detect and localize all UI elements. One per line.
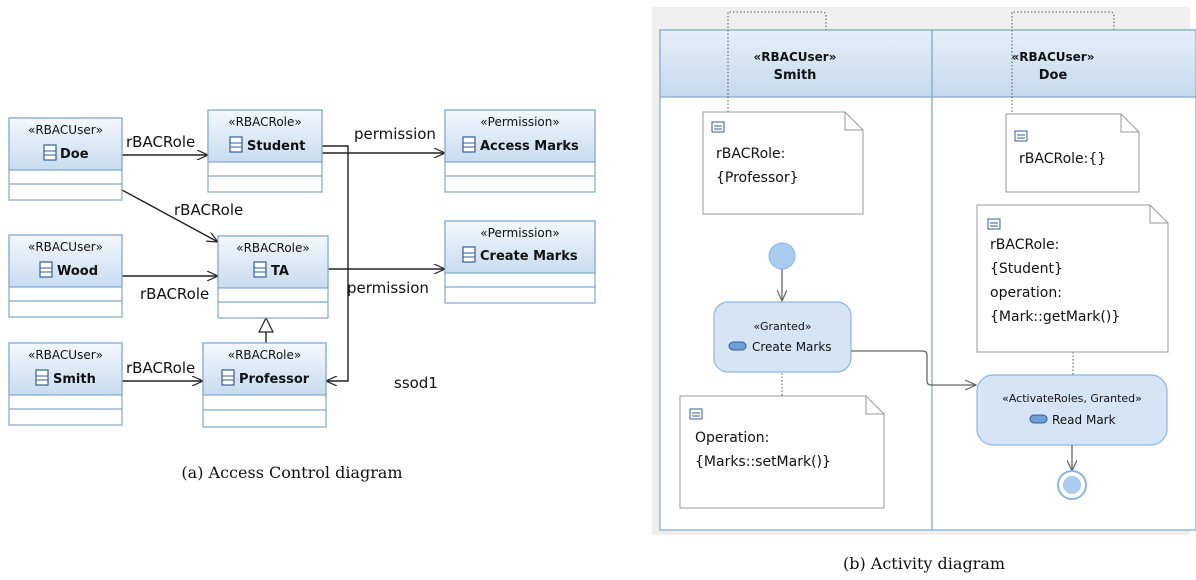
permission-box-create-marks[interactable]: «Permission» Create Marks (444, 220, 596, 304)
note-line: {Student} (990, 261, 1063, 277)
user-name: Smith (53, 372, 96, 387)
class-icon (462, 246, 476, 263)
note-smith-operation[interactable]: Operation: {Marks::setMark()} (679, 395, 885, 509)
edge-ssod (322, 145, 349, 381)
role-name: Student (247, 139, 305, 154)
class-icon (35, 369, 49, 386)
stereotype-label: «RBACRole» (228, 115, 302, 129)
note-line: {Mark::getMark()} (990, 309, 1120, 325)
role-box-student[interactable]: «RBACRole» Student (207, 109, 323, 193)
caption-b: (b) Activity diagram (843, 554, 1005, 573)
action-create-marks[interactable]: «Granted» Create Marks (713, 301, 852, 373)
class-icon (43, 144, 57, 161)
role-name: Professor (239, 372, 310, 387)
stereotype-label: «RBACUser» (28, 123, 103, 137)
class-icon (221, 369, 235, 386)
action-read-mark[interactable]: «ActivateRoles, Granted» Read Mark (976, 374, 1168, 446)
label-ssod: ssod1 (394, 374, 438, 392)
stereotype-label: «Permission» (480, 115, 559, 129)
permission-name: Create Marks (480, 249, 578, 264)
note-doe-operation[interactable]: rBACRole: {Student} operation: {Mark::ge… (976, 204, 1169, 353)
class-icon (229, 136, 243, 153)
permission-box-access-marks[interactable]: «Permission» Access Marks (444, 109, 596, 193)
label-doe-ta: rBACRole (174, 201, 243, 219)
note-line: Operation: (695, 430, 769, 446)
edges (121, 145, 445, 381)
role-box-ta[interactable]: «RBACRole» TA (217, 235, 329, 319)
label-wood-ta: rBACRole (140, 285, 209, 303)
anchor-doe-top (1011, 11, 1115, 112)
user-name: Wood (57, 264, 98, 279)
class-icon (462, 136, 476, 153)
note-icon (711, 121, 725, 133)
lane-header-doe (931, 29, 1196, 98)
note-smith-role[interactable]: rBACRole: {Professor} (702, 111, 864, 215)
action-stereotype: «ActivateRoles, Granted» (1002, 392, 1142, 405)
note-line: rBACRole: (716, 146, 785, 162)
user-box-wood[interactable]: «RBACUser» Wood (8, 234, 123, 318)
generalization-triangle (258, 316, 274, 333)
action-label: Read Mark (1052, 413, 1116, 427)
user-name: Doe (60, 147, 89, 162)
action-icon (728, 341, 747, 351)
stereotype-label: «RBACRole» (236, 241, 310, 255)
action-label: Create Marks (752, 340, 832, 354)
action-icon (1029, 414, 1048, 424)
note-line: {Marks::setMark()} (695, 454, 831, 470)
class-icon (253, 261, 267, 278)
flow-create-to-read (851, 350, 976, 385)
note-icon (987, 218, 1001, 230)
label-ta-create: permission (347, 279, 429, 297)
note-line: rBACRole:{} (1019, 151, 1106, 167)
stereotype-label: «RBACUser» (28, 348, 103, 362)
note-line: {Professor} (716, 170, 798, 186)
class-icon (39, 261, 53, 278)
permission-name: Access Marks (480, 139, 579, 154)
final-node[interactable] (1057, 470, 1087, 500)
label-doe-student: rBACRole (126, 133, 195, 151)
stereotype-label: «RBACUser» (28, 240, 103, 254)
action-stereotype: «Granted» (753, 320, 811, 333)
note-icon (689, 408, 703, 420)
user-box-smith[interactable]: «RBACUser» Smith (8, 342, 123, 426)
role-box-professor[interactable]: «RBACRole» Professor (202, 342, 327, 428)
note-line: operation: (990, 285, 1062, 301)
stereotype-label: «Permission» (480, 226, 559, 240)
note-icon (1014, 130, 1028, 142)
user-box-doe[interactable]: «RBACUser» Doe (8, 117, 123, 201)
lane-stereotype-smith: «RBACUser» (754, 50, 837, 64)
lane-header-smith (659, 29, 933, 98)
lane-stereotype-doe: «RBACUser» (1012, 50, 1095, 64)
label-student-access: permission (354, 125, 436, 143)
initial-node[interactable] (768, 242, 796, 270)
access-control-diagram: rBACRole rBACRole rBACRole rBACRole perm… (8, 109, 596, 482)
role-name: TA (271, 264, 289, 279)
caption-a: (a) Access Control diagram (181, 463, 402, 482)
lane-name-smith: Smith (774, 68, 817, 83)
stereotype-label: «RBACRole» (228, 348, 302, 362)
edge-doe-ta (121, 189, 218, 242)
note-doe-role[interactable]: rBACRole:{} (1005, 113, 1140, 193)
label-smith-professor: rBACRole (126, 359, 195, 377)
activity-diagram: «RBACUser» Smith «RBACUser» Doe rBACRole… (652, 7, 1196, 573)
anchor-smith-top (727, 11, 827, 112)
note-line: rBACRole: (990, 237, 1059, 253)
lane-name-doe: Doe (1039, 68, 1068, 83)
